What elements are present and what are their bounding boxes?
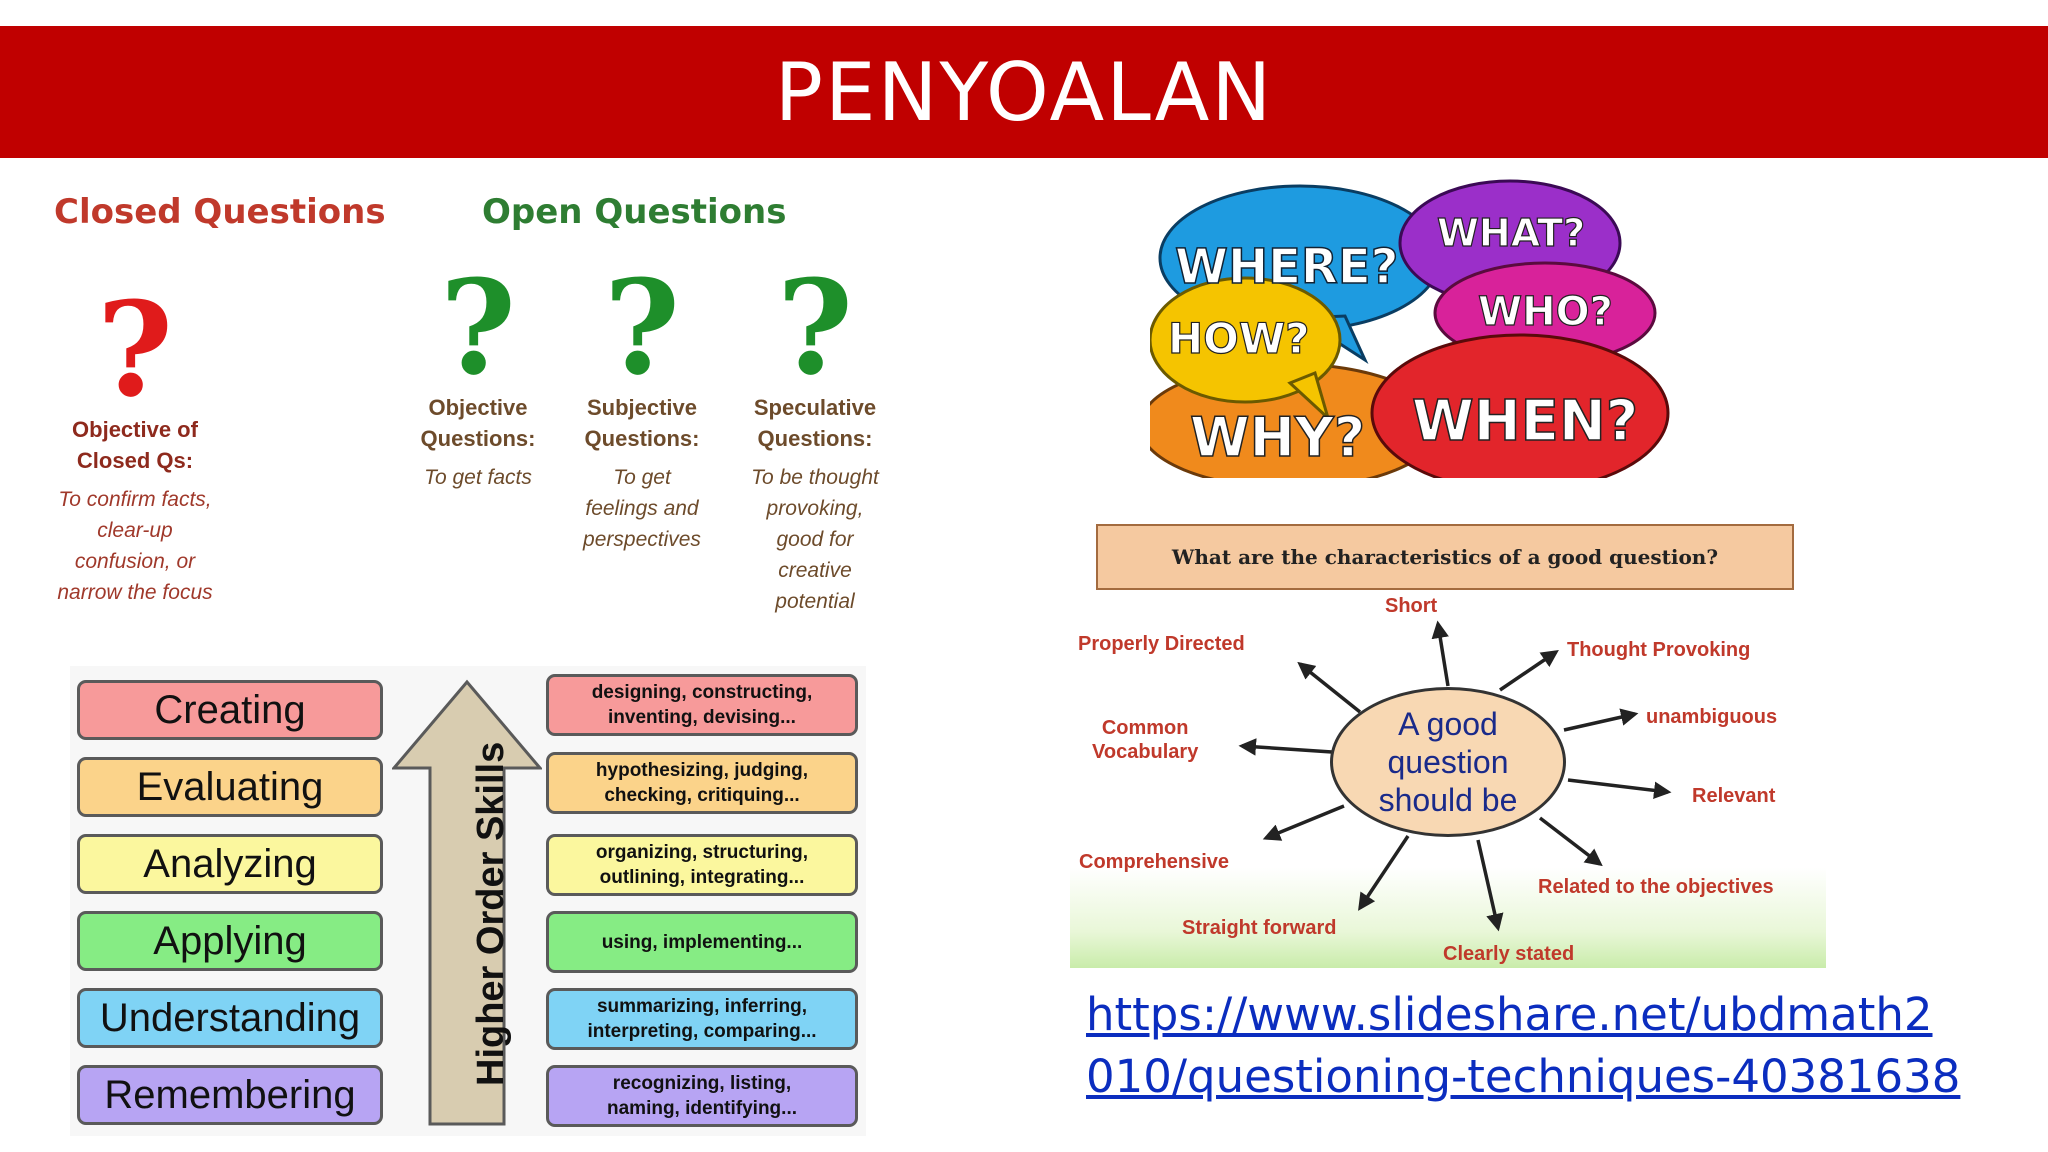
question-words-bubbles: WHERE? WHAT? WHO? HOW? WHY? WHEN? <box>1150 179 1670 478</box>
where-text: WHERE? <box>1175 239 1399 295</box>
arrow-thought-provoking <box>1499 650 1559 692</box>
good-question-characteristics-diagram: What are the characteristics of a good q… <box>1070 512 1826 968</box>
arrow-properly-directed <box>1297 661 1362 714</box>
who-text: WHO? <box>1478 289 1613 335</box>
arrow-comprehensive <box>1262 804 1345 841</box>
when-bubble <box>1370 333 1670 478</box>
what-text: WHAT? <box>1437 211 1585 255</box>
source-link[interactable]: https://www.slideshare.net/ubdmath2 010/… <box>1086 988 1961 1103</box>
arrow-common-vocabulary <box>1238 738 1333 756</box>
level-analyzing: Analyzing <box>77 834 383 894</box>
arrow-straight-forward <box>1358 835 1410 911</box>
arrow-related-objectives <box>1538 816 1603 867</box>
column-name: Objective of Closed Qs: <box>72 417 198 473</box>
green-question-mark-icon: ? <box>439 251 517 404</box>
characteristics-title: What are the characteristics of a good q… <box>1096 524 1794 590</box>
verbs-analyzing: organizing, structuring,outlining, integ… <box>546 834 858 896</box>
closed-objective-column: ? Objective of Closed Qs: To confirm fac… <box>40 273 230 608</box>
column-name: Subjective Questions: <box>584 395 700 451</box>
green-question-mark-icon: ? <box>776 251 854 404</box>
why-text: WHY? <box>1190 406 1365 469</box>
column-description: To be thought provoking, good for creati… <box>751 466 879 613</box>
arrow-short <box>1431 620 1450 687</box>
label-clearly-stated: Clearly stated <box>1443 943 1575 965</box>
column-description: To get facts <box>424 466 532 489</box>
level-understanding: Understanding <box>77 988 383 1048</box>
red-question-mark-icon: ? <box>96 273 174 426</box>
verbs-remembering: recognizing, listing,naming, identifying… <box>546 1065 858 1127</box>
label-straight-forward: Straight forward <box>1182 917 1337 939</box>
speculative-questions-column: ? Speculative Questions: To be thought p… <box>720 251 910 617</box>
subjective-questions-column: ? Subjective Questions: To get feelings … <box>547 251 737 555</box>
column-description: To get feelings and perspectives <box>583 466 701 551</box>
spoke-arrows <box>1238 620 1672 932</box>
bloom-taxonomy-diagram: Creating Evaluating Analyzing Applying U… <box>70 666 866 1136</box>
label-relevant: Relevant <box>1692 785 1776 807</box>
verbs-understanding: summarizing, inferring,interpreting, com… <box>546 988 858 1050</box>
up-arrow-icon <box>392 679 542 1126</box>
slide-title: PENYOALAN <box>774 45 1274 139</box>
center-ellipse: A good question should be <box>1330 687 1566 837</box>
title-bar: PENYOALAN <box>0 26 2048 158</box>
column-name: Speculative Questions: <box>753 395 877 451</box>
verbs-creating: designing, constructing,inventing, devis… <box>546 674 858 736</box>
verbs-applying: using, implementing... <box>546 911 858 973</box>
arrow-relevant <box>1567 778 1672 800</box>
level-applying: Applying <box>77 911 383 971</box>
column-name: Objective Questions: <box>420 395 536 451</box>
arrow-unambiguous <box>1563 708 1639 732</box>
level-remembering: Remembering <box>77 1065 383 1125</box>
label-thought-provoking: Thought Provoking <box>1567 639 1751 661</box>
label-related-objectives: Related to the objectives <box>1538 876 1774 898</box>
closed-questions-heading: Closed Questions <box>54 192 386 232</box>
objective-questions-column: ? Objective Questions: To get facts <box>383 251 573 493</box>
green-question-mark-icon: ? <box>603 251 681 404</box>
how-bubble <box>1150 276 1342 423</box>
verbs-evaluating: hypothesizing, judging,checking, critiqu… <box>546 752 858 814</box>
higher-order-skills-label: Higher Order Skills <box>470 741 512 1086</box>
question-types-panel: Closed Questions Open Questions ? Object… <box>40 180 879 660</box>
when-text: WHEN? <box>1412 389 1638 454</box>
how-text: HOW? <box>1168 314 1310 363</box>
arrow-clearly-stated <box>1476 839 1504 932</box>
label-properly-directed: Properly Directed <box>1078 633 1245 655</box>
label-short: Short <box>1385 595 1438 617</box>
column-description: To confirm facts, clear-up confusion, or… <box>57 488 213 604</box>
label-common-vocabulary: Common Vocabulary <box>1092 717 1199 763</box>
level-creating: Creating <box>77 680 383 740</box>
label-unambiguous: unambiguous <box>1646 706 1778 728</box>
level-evaluating: Evaluating <box>77 757 383 817</box>
label-comprehensive: Comprehensive <box>1079 851 1230 873</box>
open-questions-heading: Open Questions <box>482 192 787 232</box>
